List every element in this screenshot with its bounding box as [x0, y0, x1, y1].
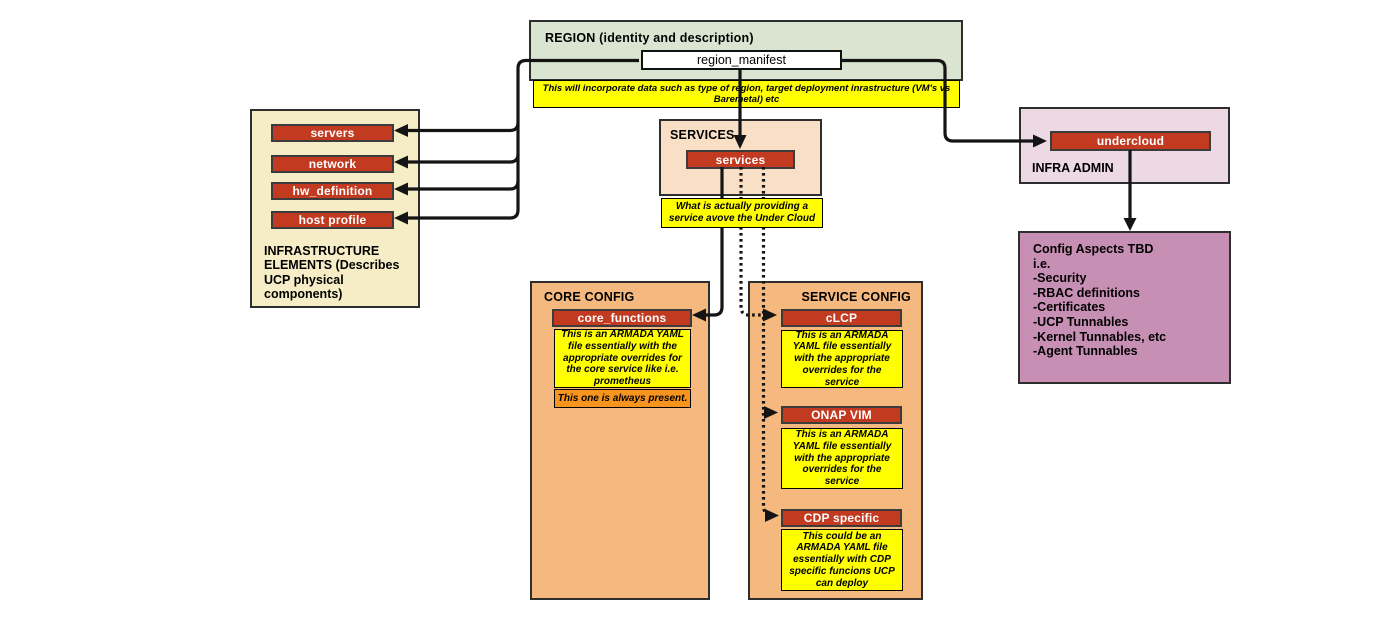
config-aspects-box: Config Aspects TBD i.e. -Security -RBAC …	[1018, 231, 1231, 384]
onap-vim-note: This is an ARMADA YAML file essentially …	[781, 428, 903, 489]
region-title: REGION (identity and description)	[545, 31, 754, 45]
infrastructure-elements-box: servers network hw_definition host profi…	[250, 109, 420, 308]
core-functions-note: This is an ARMADA YAML file essentially …	[554, 329, 691, 388]
services-note: What is actually providing a service avo…	[661, 198, 823, 228]
clcp-note: This is an ARMADA YAML file essentially …	[781, 330, 903, 388]
button-core-functions[interactable]: core_functions	[552, 309, 692, 327]
cdp-specific-note: This could be an ARMADA YAML file essent…	[781, 529, 903, 591]
button-hw-definition[interactable]: hw_definition	[271, 182, 394, 200]
button-undercloud[interactable]: undercloud	[1050, 131, 1211, 151]
button-servers[interactable]: servers	[271, 124, 394, 142]
button-network[interactable]: network	[271, 155, 394, 173]
services-title: SERVICES	[670, 128, 735, 142]
core-config-box: CORE CONFIG core_functions This is an AR…	[530, 281, 710, 600]
core-config-title: CORE CONFIG	[544, 290, 635, 304]
config-aspects-text: Config Aspects TBD i.e. -Security -RBAC …	[1033, 242, 1167, 359]
infra-admin-label: INFRA ADMIN	[1032, 161, 1114, 175]
button-clcp[interactable]: cLCP	[781, 309, 902, 327]
infra-admin-box: undercloud INFRA ADMIN	[1019, 107, 1230, 184]
region-note: This will incorporate data such as type …	[533, 80, 960, 108]
button-host-profile[interactable]: host profile	[271, 211, 394, 229]
always-present-note: This one is always present.	[554, 389, 691, 408]
region-manifest-node[interactable]: region_manifest	[641, 50, 842, 70]
button-services[interactable]: services	[686, 150, 795, 169]
button-cdp-specific[interactable]: CDP specific	[781, 509, 902, 527]
service-config-box: SERVICE CONFIG cLCP This is an ARMADA YA…	[748, 281, 923, 600]
button-onap-vim[interactable]: ONAP VIM	[781, 406, 902, 424]
service-config-title: SERVICE CONFIG	[801, 290, 911, 304]
region-box: REGION (identity and description) region…	[529, 20, 963, 81]
infrastructure-elements-label: INFRASTRUCTURE ELEMENTS (Describes UCP p…	[264, 244, 400, 302]
services-box: SERVICES services	[659, 119, 822, 196]
